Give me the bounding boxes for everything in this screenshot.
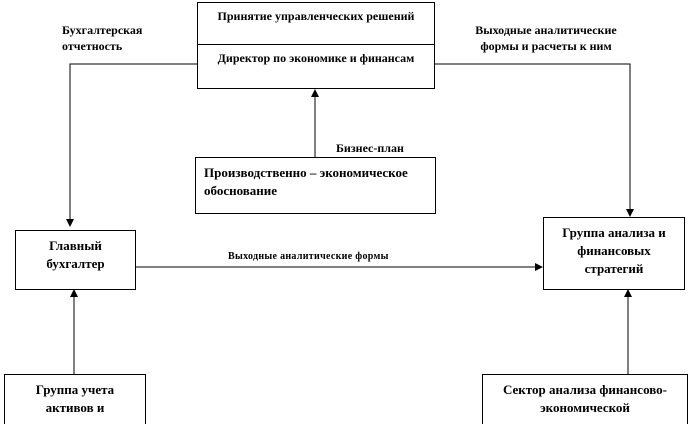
- director-box: Принятие управленческих решений Директор…: [197, 2, 435, 89]
- accounting-group-box: Группа учета активов и: [4, 374, 146, 424]
- arrow-director-to-analysis-group: [435, 63, 634, 217]
- chief-accountant-text: Главный бухгалтер: [46, 238, 105, 271]
- output-forms-calculations-label: Выходные аналитические формы и расчеты к…: [475, 23, 617, 53]
- accounting-group-text: Группа учета активов и: [35, 382, 115, 415]
- production-justification-box: Производственно – экономическое обоснова…: [195, 157, 436, 214]
- production-justification-text: Производственно – экономическое обоснова…: [204, 165, 408, 198]
- chief-accountant-box: Главный бухгалтер: [15, 230, 136, 290]
- director-section: Директор по экономике и финансам: [198, 45, 434, 65]
- analysis-group-box: Группа анализа и финансовых стратегий: [543, 217, 685, 290]
- arrow-director-to-chief-accountant: [66, 63, 197, 227]
- decision-making-text: Принятие управленческих решений: [217, 9, 415, 23]
- analysis-group-text: Группа анализа и финансовых стратегий: [562, 225, 666, 276]
- sector-analysis-box: Сектор анализа финансово-экономической: [482, 374, 688, 424]
- business-plan-label: Бизнес-план: [336, 141, 404, 155]
- output-forms-label: Выходные аналитические формы: [228, 251, 389, 262]
- director-text: Директор по экономике и финансам: [217, 51, 415, 65]
- decision-making-section: Принятие управленческих решений: [198, 3, 434, 45]
- accounting-reports-label: Бухгалтерская отчетность: [62, 23, 143, 53]
- sector-analysis-text: Сектор анализа финансово-экономической: [502, 382, 668, 415]
